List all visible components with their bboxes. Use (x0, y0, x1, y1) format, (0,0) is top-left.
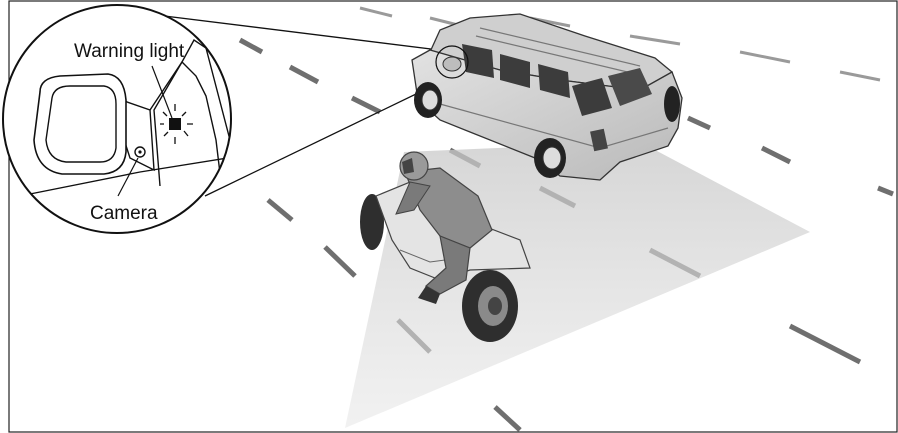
camera-label: Camera (90, 203, 158, 224)
warning-light-label: Warning light (74, 41, 185, 62)
mirror-inset: Warning light Camera (3, 5, 240, 233)
